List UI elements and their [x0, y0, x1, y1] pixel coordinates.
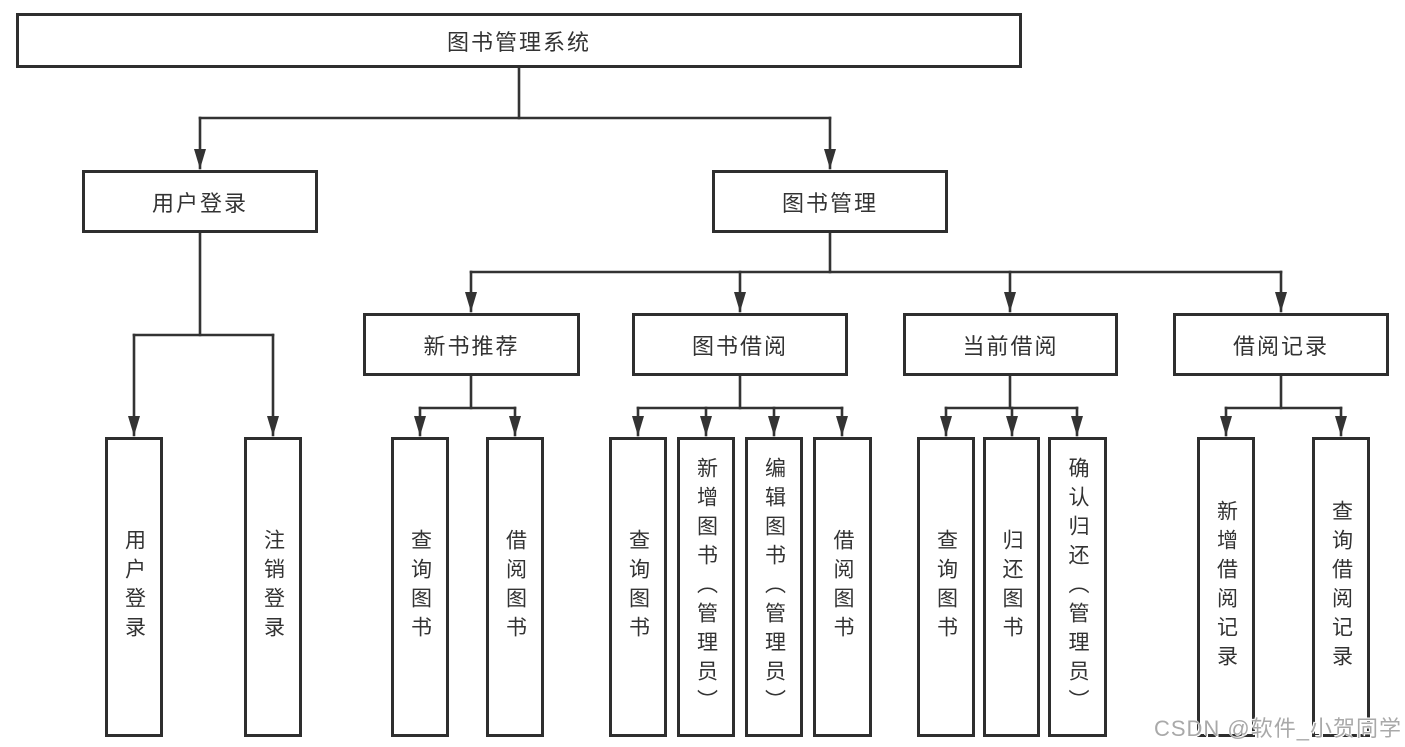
node-root: 图书管理系统: [16, 13, 1022, 68]
node-user-login: 用户登录: [82, 170, 318, 233]
leaf-newbooks-borrow: 借阅图书: [486, 437, 544, 737]
leaf-current-query-label: 查询图书: [934, 529, 958, 645]
node-borrow-records-label: 借阅记录: [1232, 333, 1329, 359]
node-book-management-label: 图书管理: [781, 190, 878, 216]
node-book-management: 图书管理: [712, 170, 948, 233]
leaf-newbooks-borrow-label: 借阅图书: [503, 529, 527, 645]
node-root-label: 图书管理系统: [446, 29, 591, 55]
leaf-current-return-label: 归还图书: [1000, 529, 1023, 645]
leaf-logout: 注销登录: [244, 437, 302, 737]
leaf-newbooks-query: 查询图书: [391, 437, 449, 737]
node-new-book-recommend-label: 新书推荐: [423, 333, 520, 359]
leaf-user-login-label: 用户登录: [122, 529, 146, 645]
leaf-borrow-add-admin: 新增图书（管理员）: [677, 437, 735, 737]
leaf-current-query: 查询图书: [917, 437, 975, 737]
node-current-borrow: 当前借阅: [903, 313, 1118, 376]
leaf-borrow-edit-admin-label: 编辑图书（管理员）: [762, 456, 786, 718]
leaf-records-add-label: 新增借阅记录: [1214, 500, 1238, 674]
leaf-borrow-query: 查询图书: [609, 437, 667, 737]
csdn-watermark: CSDN @软件_小贺同学: [1153, 716, 1402, 741]
leaf-borrow-book: 借阅图书: [813, 437, 872, 737]
leaf-borrow-add-admin-label: 新增图书（管理员）: [694, 456, 718, 718]
node-borrow-records: 借阅记录: [1173, 313, 1389, 376]
leaf-user-login: 用户登录: [105, 437, 163, 737]
node-user-login-label: 用户登录: [151, 190, 248, 216]
leaf-records-add: 新增借阅记录: [1197, 437, 1255, 737]
leaf-current-confirm-admin: 确认归还（管理员）: [1048, 437, 1107, 737]
leaf-newbooks-query-label: 查询图书: [408, 529, 432, 645]
leaf-logout-label: 注销登录: [261, 529, 285, 645]
leaf-borrow-book-label: 借阅图书: [831, 529, 854, 645]
leaf-borrow-edit-admin: 编辑图书（管理员）: [745, 437, 803, 737]
leaf-borrow-query-label: 查询图书: [626, 529, 650, 645]
leaf-records-query: 查询借阅记录: [1312, 437, 1370, 737]
node-book-borrow: 图书借阅: [632, 313, 848, 376]
leaf-current-confirm-admin-label: 确认归还（管理员）: [1066, 456, 1089, 718]
leaf-records-query-label: 查询借阅记录: [1329, 500, 1353, 674]
node-new-book-recommend: 新书推荐: [363, 313, 580, 376]
node-current-borrow-label: 当前借阅: [962, 333, 1059, 359]
node-book-borrow-label: 图书借阅: [691, 333, 788, 359]
leaf-current-return: 归还图书: [983, 437, 1040, 737]
